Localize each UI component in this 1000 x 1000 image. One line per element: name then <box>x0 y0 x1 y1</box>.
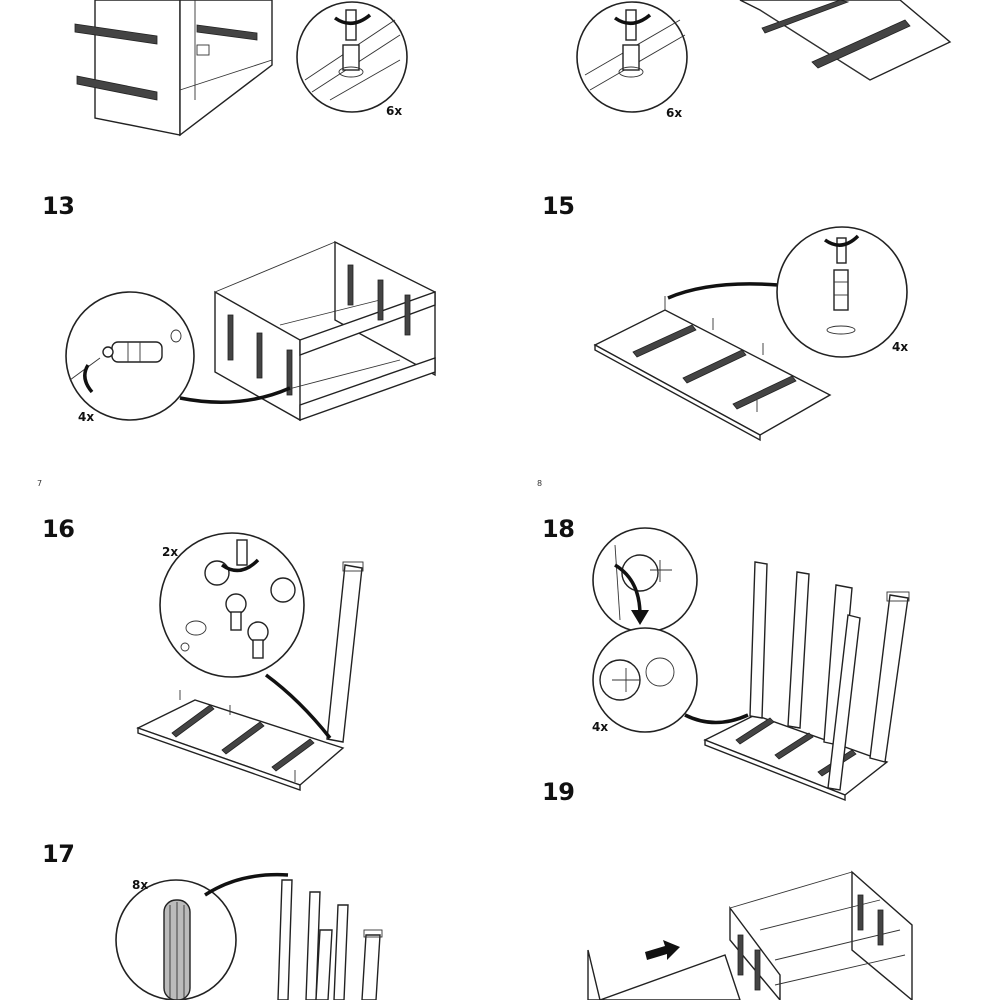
step13-connector-arc <box>179 386 291 404</box>
top-left-count: 6x <box>386 104 403 118</box>
step17-connector-arc <box>204 872 289 897</box>
step-18-count: 4x <box>592 720 609 734</box>
step18-arrowhead <box>631 610 649 625</box>
step-18-number: 18 <box>542 515 575 543</box>
step-16-number: 16 <box>42 515 75 543</box>
step16-connector-arc <box>264 673 332 740</box>
page-number-left: 7 <box>37 479 43 488</box>
step-19-number: 19 <box>542 778 575 806</box>
step-16-count: 2x <box>162 545 179 559</box>
step18-rotate-arrow <box>614 563 642 616</box>
step-17-number: 17 <box>42 840 75 868</box>
step13-detail-circle <box>65 291 195 421</box>
step19-frame-illustration <box>587 870 913 1000</box>
page-number-right: 8 <box>537 479 543 488</box>
step-15-count: 4x <box>892 340 909 354</box>
step-13-number: 13 <box>42 192 75 220</box>
step17-legs-illustration <box>277 879 383 1000</box>
step19-push-arrow-icon <box>645 940 680 960</box>
top-left-cabinet-illustration <box>74 0 273 137</box>
step15-detail-circle <box>776 226 908 358</box>
step16-detail-circle <box>159 532 305 678</box>
step13-frame-illustration <box>214 240 436 422</box>
step-15-number: 15 <box>542 192 575 220</box>
top-left-detail-circle <box>296 1 408 113</box>
step15-panel-illustration <box>593 296 832 442</box>
step-17-count: 8x <box>132 878 149 892</box>
step-13-count: 4x <box>78 410 95 424</box>
top-right-panel-illustration <box>739 0 952 81</box>
step18-detail-circle-top <box>592 527 698 633</box>
top-right-detail-circle <box>576 1 688 113</box>
top-right-count: 6x <box>666 106 683 120</box>
step15-connector-arc <box>667 282 779 300</box>
step18-connector-arc <box>684 713 749 725</box>
step18-detail-circle-bottom <box>592 627 698 733</box>
step16-panel-illustration <box>136 561 364 791</box>
step17-detail-circle <box>115 879 237 1000</box>
step18-frame-illustration <box>703 561 910 802</box>
